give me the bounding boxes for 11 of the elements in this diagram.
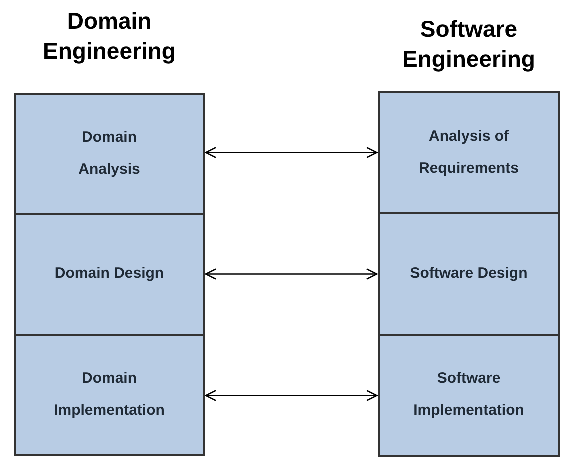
double-arrow — [205, 390, 378, 402]
process-box: Domain Design — [16, 213, 203, 334]
process-box: Domain Analysis — [16, 95, 203, 214]
process-box: Software Design — [380, 212, 558, 334]
double-arrow — [205, 268, 378, 280]
process-box: Domain Implementation — [16, 334, 203, 454]
process-box: Software Implementation — [380, 334, 558, 455]
column-heading: Software Engineering — [402, 15, 536, 74]
column-heading: Domain Engineering — [42, 7, 177, 66]
double-arrow — [205, 147, 378, 158]
process-box: Analysis of Requirements — [380, 93, 558, 212]
